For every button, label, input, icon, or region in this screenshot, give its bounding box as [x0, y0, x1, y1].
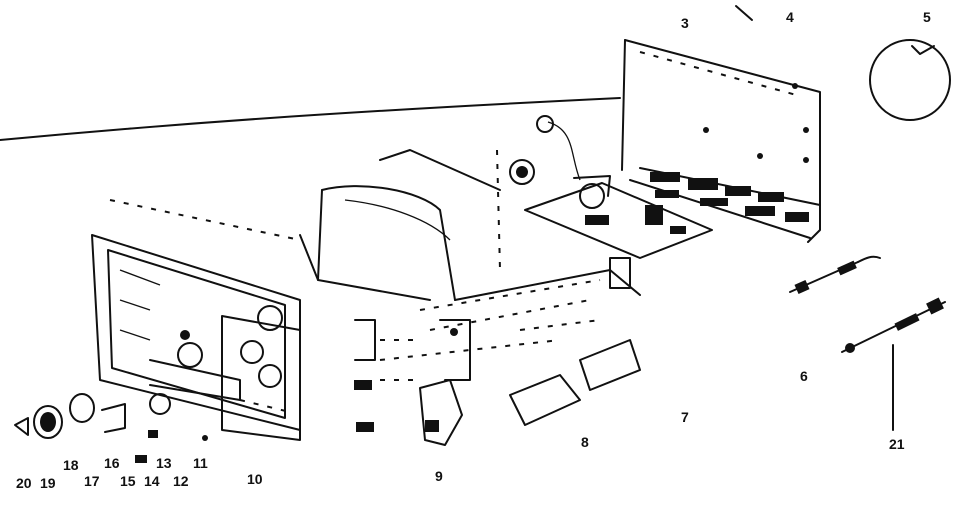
part-label-6: 6 [800, 368, 808, 384]
front-bezel [91, 199, 301, 431]
part-label-7: 7 [681, 409, 689, 425]
part-label-13: 13 [156, 455, 172, 471]
screw [735, 5, 753, 21]
chassis-frame [379, 257, 641, 381]
power-cable-21 [841, 297, 946, 431]
part-label-10: 10 [247, 471, 263, 487]
part-label-8: 8 [581, 434, 589, 450]
knobs-and-small-parts [14, 393, 208, 463]
part-label-16: 16 [104, 455, 120, 471]
hardware-column [354, 319, 420, 432]
part-label-9: 9 [435, 468, 443, 484]
part-label-12: 12 [173, 473, 189, 489]
control-panel [221, 315, 301, 441]
part-label-15: 15 [120, 473, 136, 489]
part-label-3: 3 [681, 15, 689, 31]
rear-cover [621, 39, 821, 243]
mounting-rails [509, 319, 641, 426]
circuit-board [524, 115, 713, 259]
strap-ring [869, 39, 951, 121]
part-label-21: 21 [889, 436, 905, 452]
bracket [419, 379, 463, 446]
part-label-19: 19 [40, 475, 56, 491]
part-label-18: 18 [63, 457, 79, 473]
part-label-20: 20 [16, 475, 32, 491]
part-label-17: 17 [84, 473, 100, 489]
outline-line [0, 97, 621, 141]
power-cable-6 [789, 255, 881, 295]
picture-tube [299, 149, 535, 301]
part-label-11: 11 [193, 455, 208, 471]
part-label-4: 4 [786, 9, 794, 25]
part-label-5: 5 [923, 9, 931, 25]
part-label-14: 14 [144, 473, 160, 489]
